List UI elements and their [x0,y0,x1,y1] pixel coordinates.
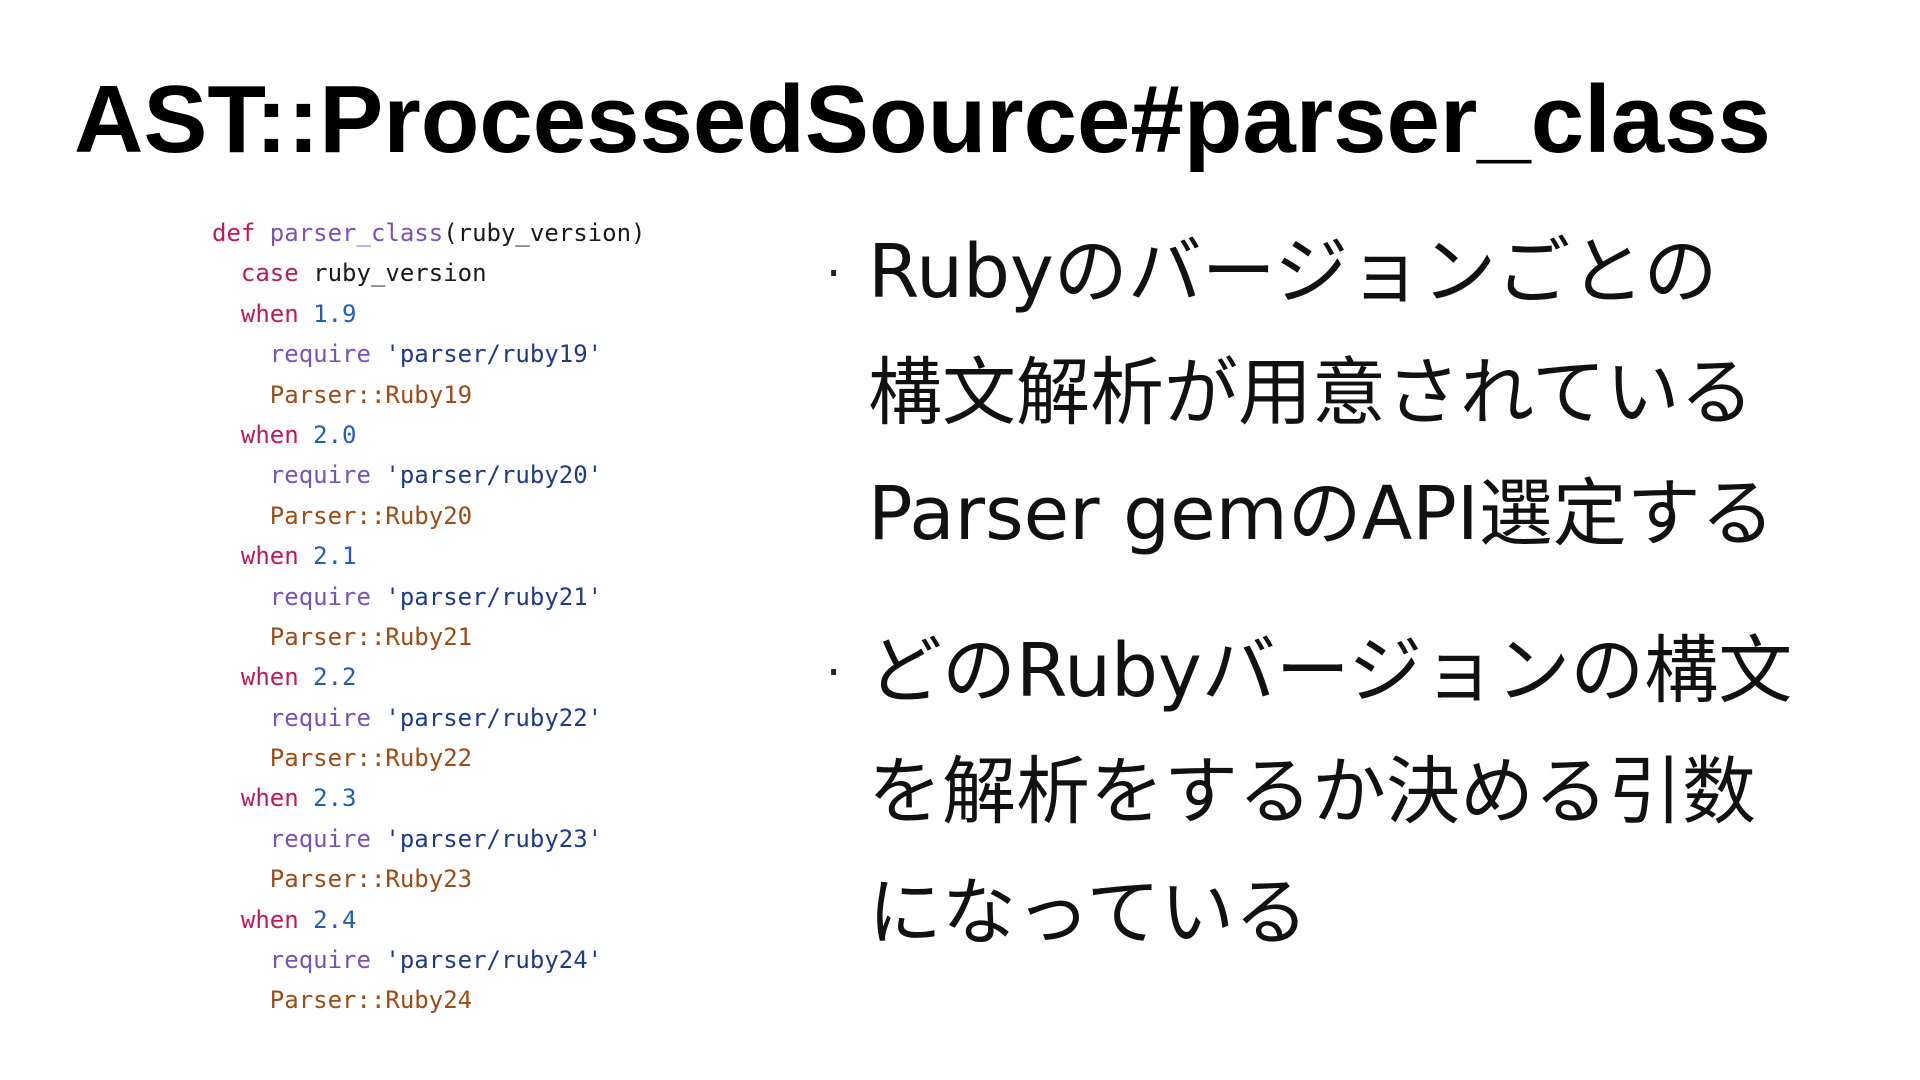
code-indent [212,381,270,409]
code-token-num: 2.3 [313,784,357,813]
code-indent [212,421,241,449]
code-token-num: 2.2 [313,663,357,692]
code-line: when 2.3 [212,778,792,818]
code-token-kw: case [240,259,314,288]
code-line: Parser::Ruby21 [212,617,792,657]
code-indent [212,663,241,691]
code-token-plain: ruby_version [313,259,487,288]
code-token-kw: when [240,663,314,692]
code-token-const: Parser::Ruby23 [269,865,473,894]
bullet-item: · どのRubyバージョンの構文を解析をするか決める引数になっている [818,611,1898,974]
code-token-const: Parser::Ruby20 [269,501,473,530]
code-token-kw: def [212,219,270,247]
bullet-text-line: 構文解析が用意されている [868,350,1754,436]
bullet-marker: · [826,645,842,701]
code-line: require 'parser/ruby20' [212,455,792,495]
code-indent [212,583,270,611]
code-token-call: require [269,582,386,611]
code-token-str: 'parser/ruby24' [385,946,603,975]
bullet-text-line: を解析をするか決める引数 [868,749,1756,835]
code-indent [212,744,270,772]
code-token-call: require [269,340,386,369]
code-line: case ruby_version [212,253,792,293]
code-indent [212,946,270,974]
code-line: require 'parser/ruby24' [212,940,792,980]
code-indent [212,461,270,489]
code-indent [212,986,270,1014]
bullet-text-line: Rubyのバージョンごとの [868,229,1718,315]
code-indent [212,259,241,287]
code-indent [212,865,270,893]
code-token-str: 'parser/ruby23' [385,824,603,853]
code-token-call: require [269,946,386,975]
code-token-str: 'parser/ruby22' [385,703,603,732]
code-indent [212,906,241,934]
code-line: Parser::Ruby24 [212,980,792,1020]
code-token-str: 'parser/ruby21' [385,582,603,611]
code-token-const: Parser::Ruby22 [269,744,473,773]
code-token-num: 1.9 [313,299,357,328]
slide-title: AST::ProcessedSource#parser_class [74,66,1771,173]
code-token-kw: when [240,299,314,328]
code-line: when 2.0 [212,415,792,455]
code-token-const: Parser::Ruby19 [269,380,473,409]
code-token-num: 2.0 [313,420,357,449]
bullet-list: · Rubyのバージョンごとの構文解析が用意されている Parser gemのAPI… [818,212,1898,1010]
code-token-fn: parser_class [269,219,444,247]
bullet-marker: · [826,246,842,302]
code-line: when 1.9 [212,294,792,334]
code-line: require 'parser/ruby22' [212,698,792,738]
code-line: when 2.2 [212,657,792,697]
code-indent [212,300,241,328]
bullet-item: · Rubyのバージョンごとの構文解析が用意されている Parser gemのAPI… [818,212,1898,575]
code-token-kw: when [240,905,314,934]
code-line: require 'parser/ruby23' [212,819,792,859]
code-indent [212,623,270,651]
bullet-text-line: Parser gemのAPI選定する [868,471,1775,557]
bullet-text-line: どのRubyバージョンの構文 [868,628,1793,714]
code-token-kw: when [240,542,314,571]
code-indent [212,784,241,812]
code-token-const: Parser::Ruby24 [269,986,473,1015]
code-line: Parser::Ruby23 [212,859,792,899]
code-line: require 'parser/ruby19' [212,334,792,374]
code-token-plain: (ruby_version) [443,219,646,247]
code-line: Parser::Ruby19 [212,375,792,415]
code-line: Parser::Ruby22 [212,738,792,778]
code-indent [212,340,270,368]
code-token-num: 2.4 [313,905,357,934]
code-line: def parser_class(ruby_version) [212,213,792,253]
code-line: when 2.1 [212,536,792,576]
code-line: Parser::Ruby20 [212,496,792,536]
code-token-num: 2.1 [313,542,357,571]
code-token-kw: when [240,784,314,813]
code-token-call: require [269,703,386,732]
code-token-str: 'parser/ruby19' [385,340,603,369]
code-block: def parser_class(ruby_version) case ruby… [212,213,792,1021]
code-line: when 2.4 [212,900,792,940]
code-indent [212,542,241,570]
code-token-const: Parser::Ruby21 [269,622,473,651]
code-token-call: require [269,461,386,490]
code-line: require 'parser/ruby21' [212,577,792,617]
code-token-kw: when [240,420,314,449]
code-token-str: 'parser/ruby20' [385,461,603,490]
bullet-text-line: になっている [868,870,1309,956]
code-indent [212,825,270,853]
code-indent [212,704,270,732]
code-token-call: require [269,824,386,853]
code-indent [212,502,270,530]
